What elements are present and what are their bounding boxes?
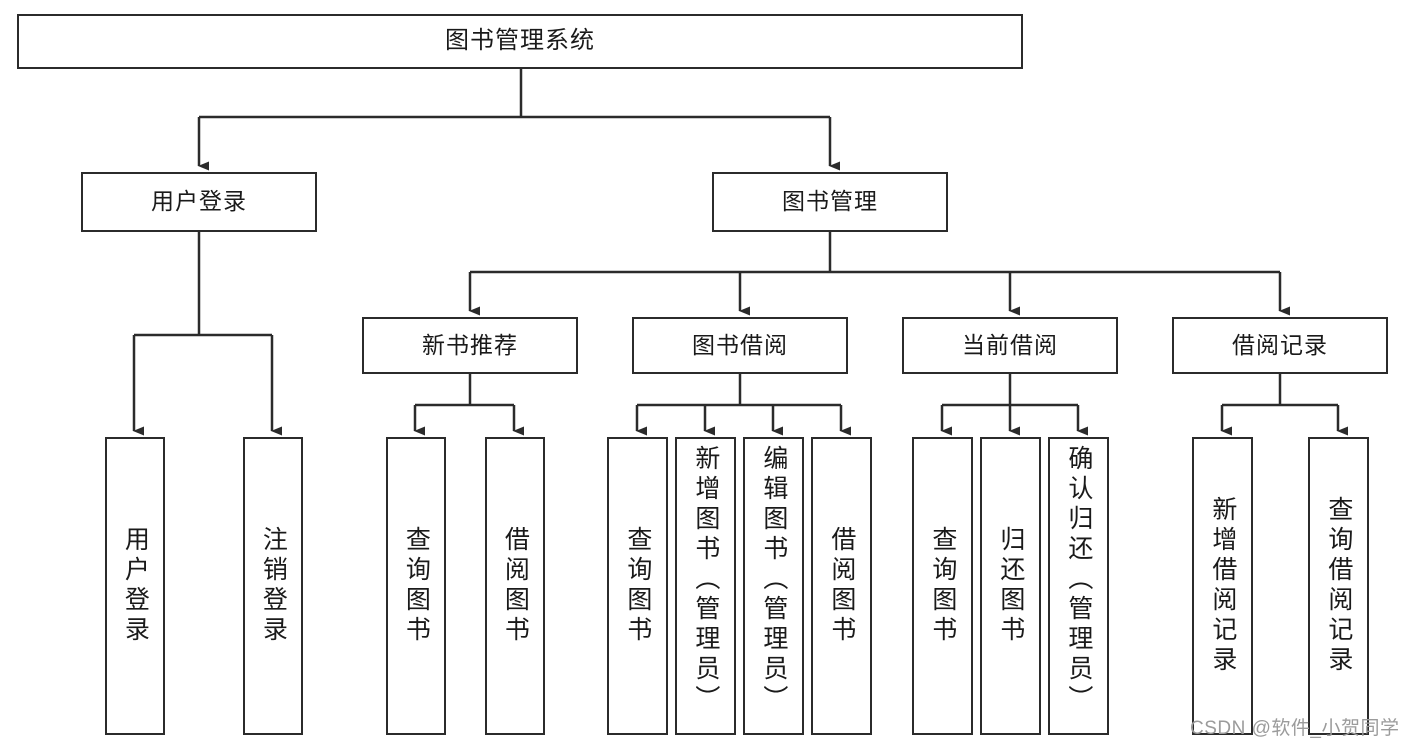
node-user-login[interactable]: 用户登录 <box>81 172 317 232</box>
leaf-logout-login[interactable]: 注销登录 <box>243 437 303 735</box>
leaf-query-book-1[interactable]: 查询图书 <box>386 437 446 735</box>
leaf-edit-book[interactable]: 编辑图书（管理员） <box>743 437 804 735</box>
leaf-add-record[interactable]: 新增借阅记录 <box>1192 437 1253 735</box>
leaf-query-record[interactable]: 查询借阅记录 <box>1308 437 1369 735</box>
leaf-user-login[interactable]: 用户登录 <box>105 437 165 735</box>
leaf-confirm-return[interactable]: 确认归还（管理员） <box>1048 437 1109 735</box>
leaf-borrow-book-1[interactable]: 借阅图书 <box>485 437 545 735</box>
leaf-query-book-3[interactable]: 查询图书 <box>912 437 973 735</box>
node-new-book-recommend[interactable]: 新书推荐 <box>362 317 578 374</box>
leaf-query-book-2[interactable]: 查询图书 <box>607 437 668 735</box>
node-root[interactable]: 图书管理系统 <box>17 14 1023 69</box>
leaf-add-book[interactable]: 新增图书（管理员） <box>675 437 736 735</box>
node-borrow-record[interactable]: 借阅记录 <box>1172 317 1388 374</box>
watermark: CSDN @软件_小贺同学 <box>1190 718 1400 739</box>
node-current-borrow[interactable]: 当前借阅 <box>902 317 1118 374</box>
leaf-return-book[interactable]: 归还图书 <box>980 437 1041 735</box>
node-book-borrow[interactable]: 图书借阅 <box>632 317 848 374</box>
node-book-management[interactable]: 图书管理 <box>712 172 948 232</box>
leaf-borrow-book-2[interactable]: 借阅图书 <box>811 437 872 735</box>
